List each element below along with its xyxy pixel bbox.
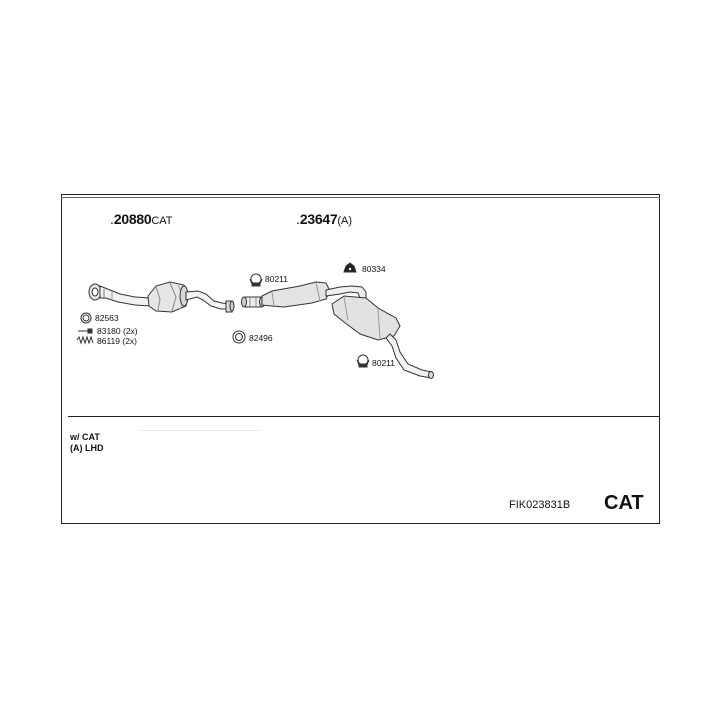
muffler-part-suffix: (A)	[337, 215, 352, 227]
cat-part-number: 20880	[113, 211, 152, 227]
cat-label: CAT	[604, 492, 644, 514]
muffler-part-heading: .23647(A)	[296, 211, 352, 227]
connector-flange	[241, 296, 265, 308]
clamp-upper-label: 80211	[265, 274, 289, 284]
bolt-icon	[78, 328, 93, 334]
cat-part-suffix: CAT	[151, 215, 173, 227]
kit-code: FIK023831B	[509, 499, 571, 511]
faint-rule	[140, 430, 260, 431]
clamp-lower-label: 80211	[372, 358, 396, 368]
gasket-icon	[232, 330, 246, 344]
note-line-1: w/ CAT	[70, 432, 100, 442]
gasket-label: 82496	[249, 333, 273, 343]
rear-muffler	[331, 295, 401, 341]
cat-part-heading: .20880CAT	[110, 211, 173, 227]
ring-label: 82563	[95, 313, 119, 323]
section-divider	[68, 416, 660, 417]
bolt-label: 83180 (2x)	[97, 326, 138, 336]
ring-icon	[80, 312, 92, 324]
intermediate-pipe	[185, 290, 235, 313]
frame-top-rule	[61, 197, 660, 198]
hanger-label: 80334	[362, 264, 386, 274]
middle-muffler	[261, 281, 331, 308]
muffler-part-number: 23647	[299, 211, 338, 227]
clamp-upper-icon	[249, 273, 263, 287]
spring-label: 86119 (2x)	[97, 336, 138, 346]
diagram-frame	[61, 194, 660, 524]
note-line-2: (A) LHD	[70, 443, 104, 453]
tailpipe	[385, 333, 434, 379]
front-pipe	[88, 283, 151, 307]
spring-icon	[76, 335, 94, 345]
clamp-lower-icon	[356, 354, 370, 368]
hanger-icon	[343, 262, 357, 273]
catalytic-converter	[147, 281, 189, 313]
